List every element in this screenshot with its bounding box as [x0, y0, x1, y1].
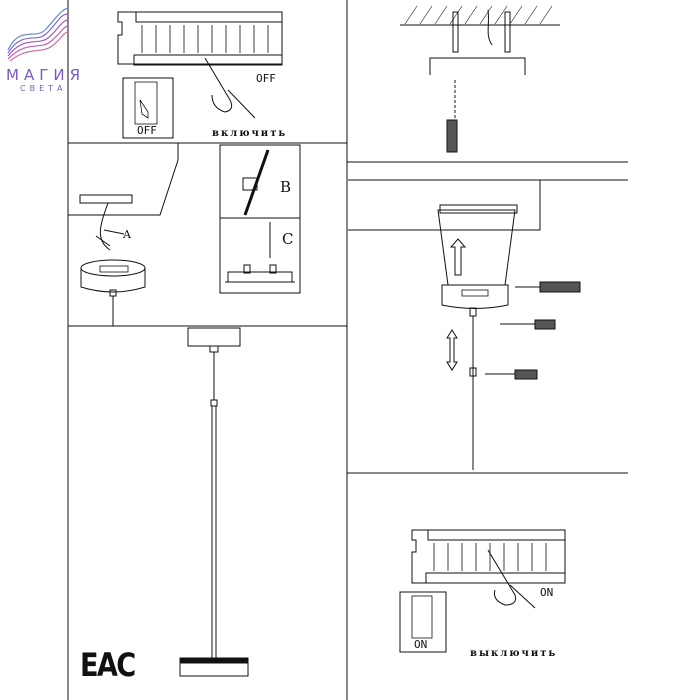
label-b: B	[280, 178, 292, 196]
switch-state-label: OFF	[137, 124, 157, 137]
bracket-fixing	[400, 5, 560, 153]
switch-off-caption: выключить	[470, 648, 558, 659]
brand-logo-icon	[7, 7, 69, 62]
pendant-lamp	[179, 327, 249, 677]
breaker-panel-off	[117, 11, 283, 119]
eac-mark: EAC	[80, 646, 136, 684]
switch-box-on	[399, 591, 447, 653]
label-c: C	[282, 230, 294, 248]
breaker-panel-on	[411, 529, 566, 609]
canopy-assembly	[348, 179, 628, 470]
switch-on-caption: включить	[212, 128, 288, 139]
terminal-detail	[219, 144, 301, 294]
switch-box-off	[122, 77, 174, 139]
breaker-on-label: ON	[540, 586, 554, 599]
ceiling-mount-wiring	[68, 142, 179, 326]
breaker-state-label: OFF	[256, 72, 276, 85]
label-a: A	[123, 228, 131, 241]
brand-name: МАГИЯ	[6, 66, 85, 84]
switch-on-label: ON	[414, 638, 428, 651]
brand-subname: СВЕТА	[20, 84, 67, 93]
